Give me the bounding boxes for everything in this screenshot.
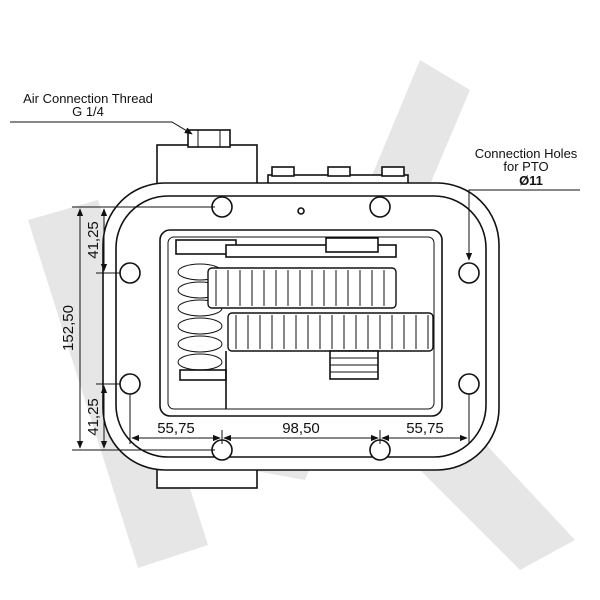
pto-holes-line1: Connection Holes (475, 146, 578, 161)
mounting-holes (119, 196, 480, 461)
dim-vertical-total: 152,50 (60, 305, 77, 351)
pto-holes-value: Ø11 (519, 173, 543, 188)
dim-vertical-top: 41,25 (85, 221, 102, 259)
hole-right-upper (458, 262, 480, 284)
hole-right-lower (458, 373, 480, 395)
hole-small-top (297, 207, 305, 215)
dim-horizontal-left: 55,75 (157, 420, 195, 437)
dim-horizontal-right: 55,75 (406, 420, 444, 437)
hole-left-lower (119, 373, 141, 395)
pto-holes-line2: for PTO (503, 159, 548, 174)
dim-vertical-bottom: 41,25 (85, 398, 102, 436)
gear-train (175, 237, 434, 409)
air-connection-value: G 1/4 (72, 104, 104, 119)
hole-top-right (369, 196, 391, 218)
vertical-dimensions: 152,50 41,25 41,25 (60, 206, 215, 451)
hole-left-upper (119, 262, 141, 284)
callout-air-connection: Air Connection Thread G 1/4 (10, 91, 193, 135)
callout-pto-holes: Connection Holes for PTO Ø11 (465, 146, 580, 261)
horizontal-dimensions: 55,75 98,50 55,75 (129, 394, 470, 444)
valve-block (156, 129, 258, 191)
dim-horizontal-middle: 98,50 (282, 420, 320, 437)
air-connection-title: Air Connection Thread (23, 91, 153, 106)
